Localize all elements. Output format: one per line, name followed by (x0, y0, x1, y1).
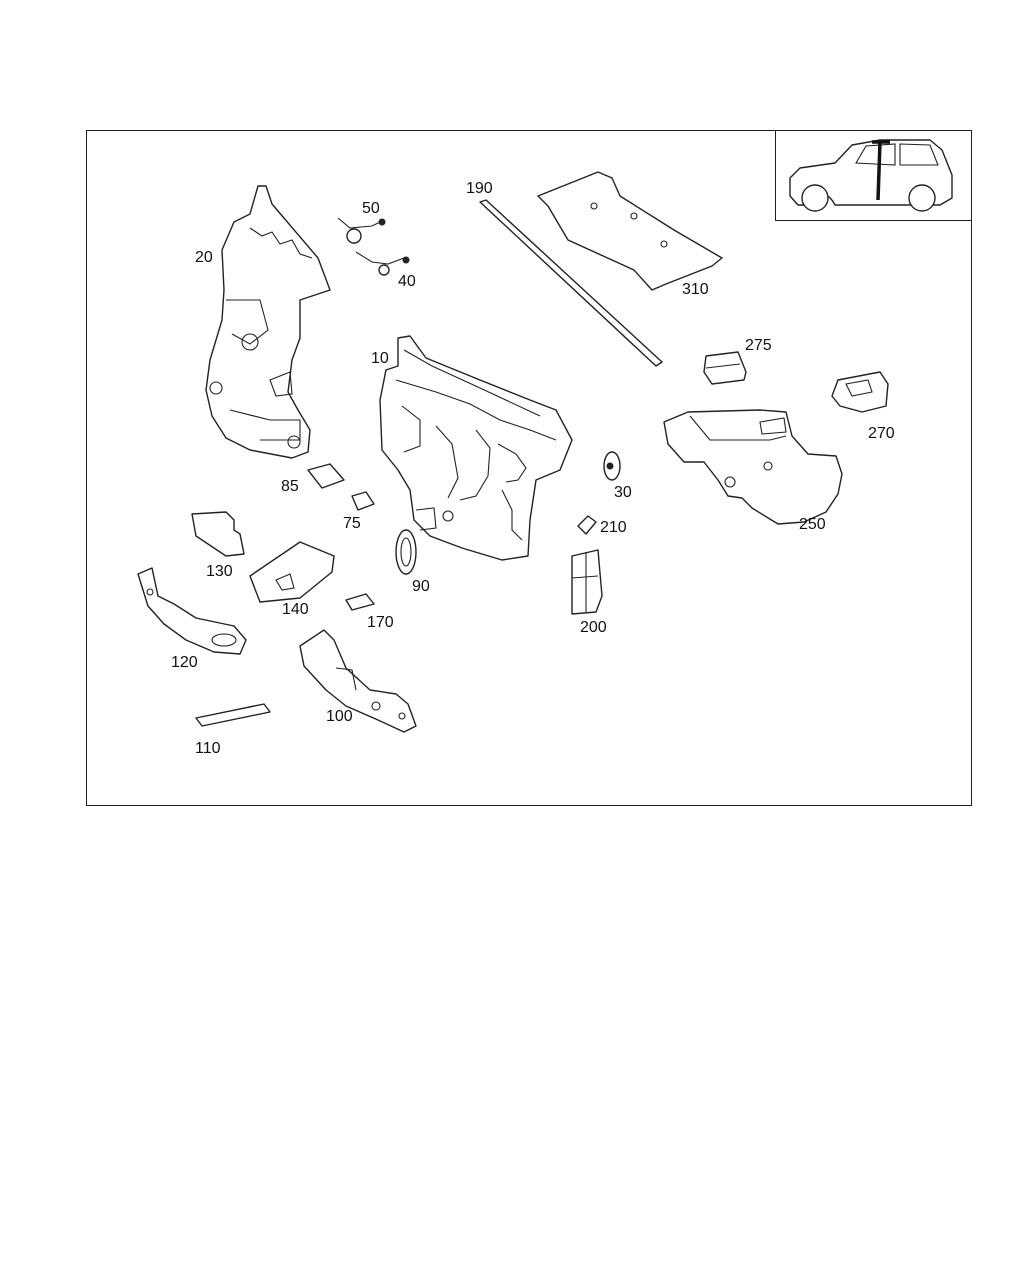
label-120: 120 (171, 654, 198, 671)
part-140 (249, 541, 335, 603)
part-170 (345, 593, 375, 611)
part-200 (571, 549, 603, 615)
part-190 (479, 199, 663, 367)
part-110 (195, 703, 271, 727)
label-275: 275 (745, 337, 772, 354)
label-170: 170 (367, 614, 394, 631)
label-20: 20 (195, 249, 213, 266)
suv-outline-icon (789, 139, 953, 212)
part-90 (395, 529, 417, 575)
label-90: 90 (412, 578, 430, 595)
part-250 (663, 409, 843, 525)
label-190: 190 (466, 180, 493, 197)
label-310: 310 (682, 281, 709, 298)
label-100: 100 (326, 708, 353, 725)
part-270 (831, 371, 889, 413)
part-310 (537, 171, 723, 291)
label-110: 110 (195, 740, 221, 757)
label-210: 210 (600, 519, 627, 536)
part-40 (355, 251, 410, 276)
part-120 (137, 567, 247, 655)
label-50: 50 (362, 200, 380, 217)
part-10 (379, 335, 573, 561)
label-130: 130 (206, 563, 233, 580)
part-20 (205, 185, 331, 459)
part-50 (337, 217, 386, 244)
part-75 (351, 491, 375, 511)
vehicle-inset-box (775, 130, 972, 221)
part-210 (577, 515, 597, 535)
part-275 (703, 351, 747, 385)
label-250: 250 (799, 516, 826, 533)
label-30: 30 (614, 484, 632, 501)
part-85 (307, 463, 345, 489)
part-130 (191, 511, 245, 557)
diagram-frame (86, 130, 972, 806)
label-200: 200 (580, 619, 607, 636)
label-10: 10 (371, 350, 389, 367)
part-30 (603, 451, 621, 481)
part-100 (299, 629, 417, 733)
label-75: 75 (343, 515, 361, 532)
label-85: 85 (281, 478, 299, 495)
label-40: 40 (398, 273, 416, 290)
label-270: 270 (868, 425, 895, 442)
label-140: 140 (282, 601, 309, 618)
